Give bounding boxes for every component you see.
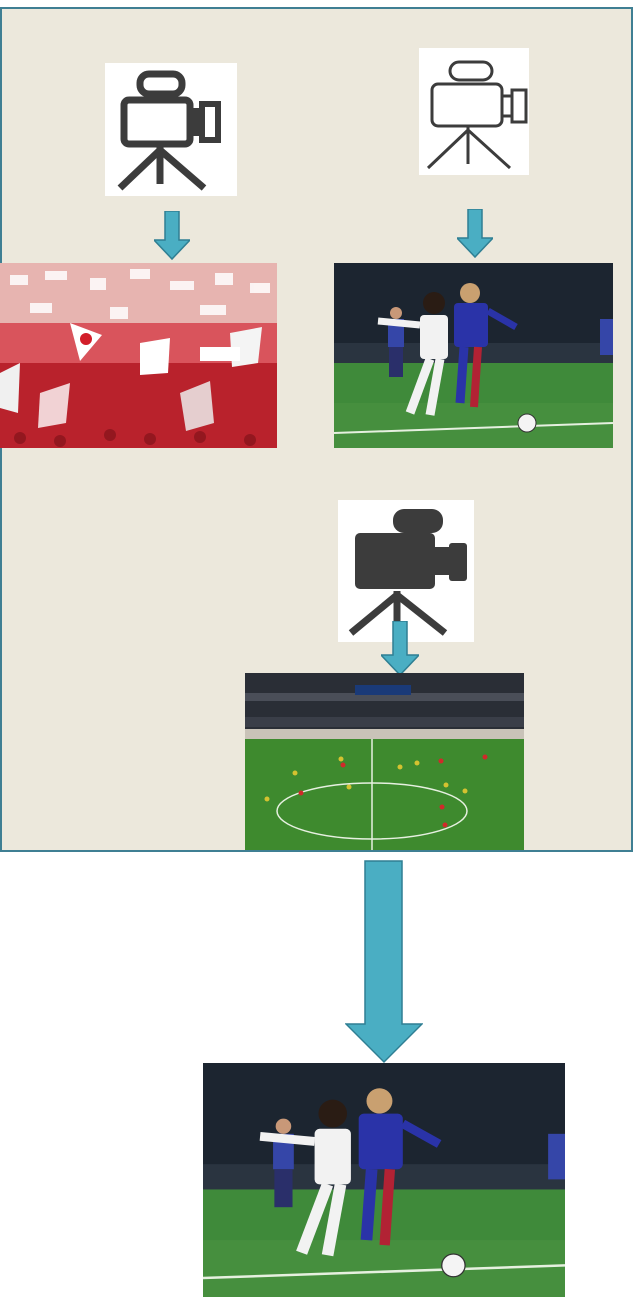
camera-3-card: [338, 500, 474, 642]
arrow-down-icon: [457, 209, 493, 259]
video-camera-icon: [426, 60, 528, 169]
camera-2-card: [419, 48, 529, 175]
video-camera-icon: [117, 70, 221, 191]
crowd-with-flags-photo: [0, 263, 277, 448]
arrow-down-icon: [345, 860, 423, 1064]
selected-output-players-closeup-photo: [203, 1063, 565, 1297]
camera-1-card: [105, 63, 237, 196]
players-closeup-photo: [334, 263, 613, 448]
arrow-down-icon: [381, 621, 419, 677]
stadium-wide-photo: [245, 673, 524, 850]
video-camera-icon: [348, 509, 467, 636]
arrow-down-icon: [154, 211, 190, 261]
